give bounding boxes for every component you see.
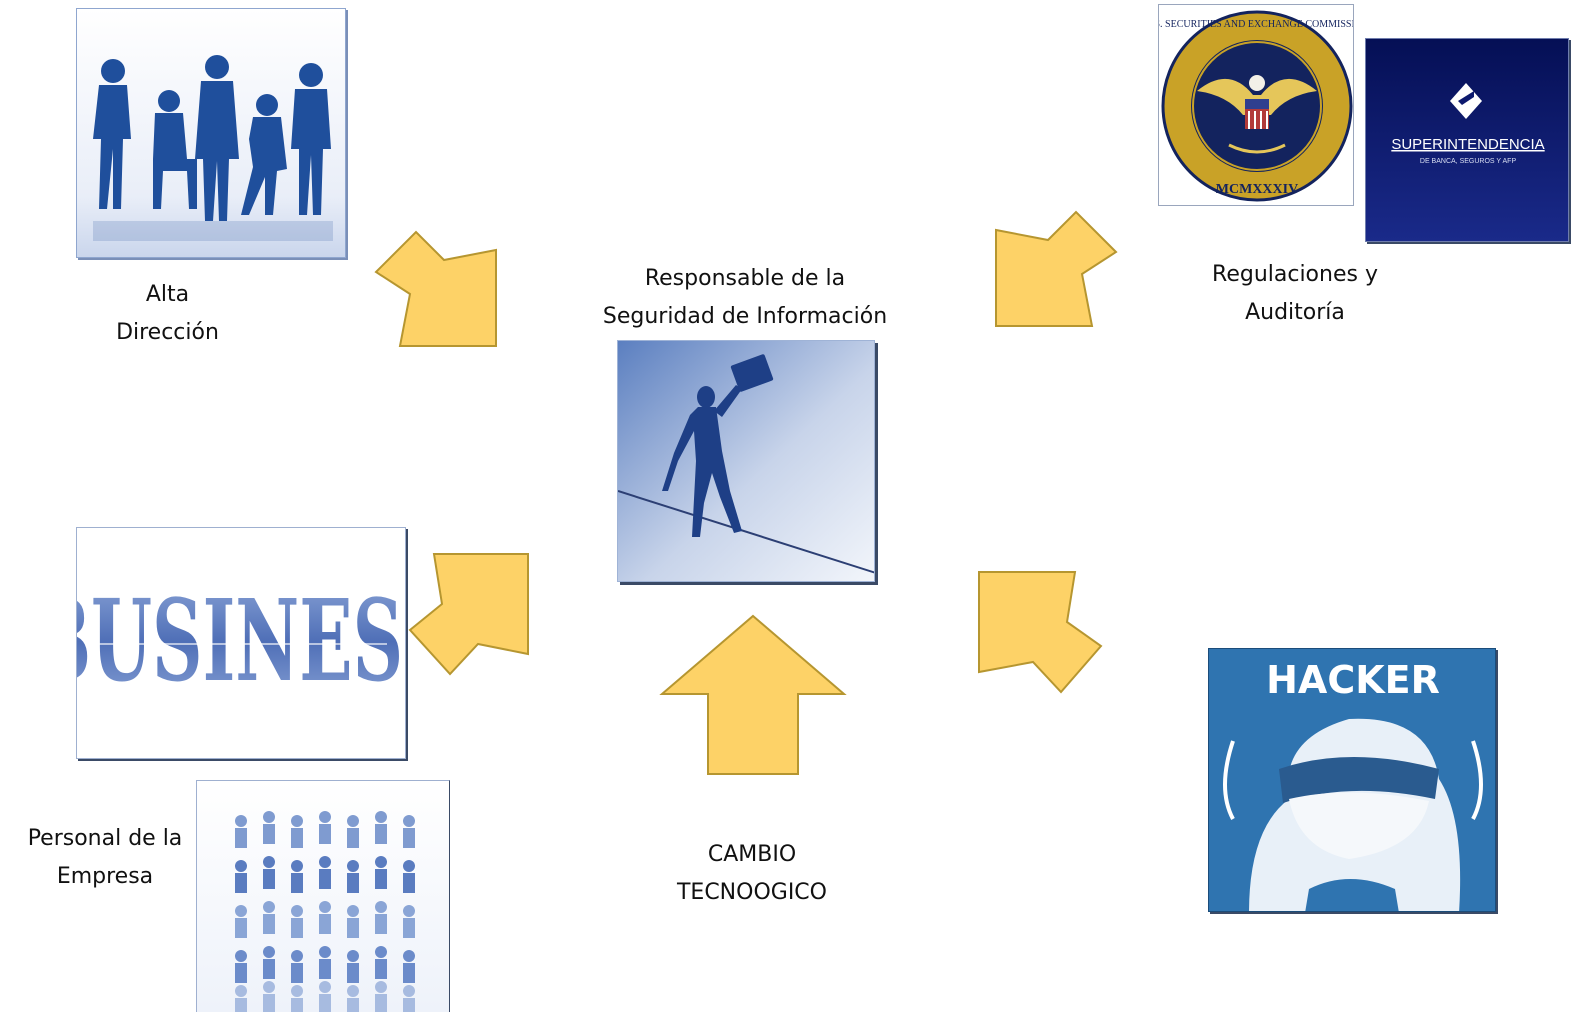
alta-line2: Dirección bbox=[116, 320, 219, 345]
arrow-shape-down-left bbox=[995, 210, 1118, 327]
alta-line1: Alta bbox=[145, 282, 190, 307]
regulaciones-line2: Auditoría bbox=[1245, 300, 1345, 325]
business-people-icon bbox=[77, 9, 345, 257]
arrow-shape-down-right bbox=[374, 230, 497, 347]
arrow-from-business bbox=[408, 553, 529, 676]
arrow-shape-up-right bbox=[408, 553, 529, 676]
sec-ring-text: U.S. SECURITIES AND EXCHANGE COMMISSION bbox=[1159, 19, 1354, 30]
business-text-icon: BUSINESS bbox=[77, 528, 406, 758]
arrow-from-cambio-tecnologico bbox=[659, 614, 847, 775]
cambio-line1: CAMBIO bbox=[707, 842, 797, 867]
business-word: BUSINESS bbox=[77, 576, 406, 708]
hacker-image: HACKER bbox=[1208, 648, 1496, 912]
arrow-shape-up bbox=[659, 614, 847, 775]
center-title: Responsable de la Seguridad de Informaci… bbox=[575, 260, 915, 336]
alta-direccion-label: Alta Dirección bbox=[80, 276, 255, 352]
center-title-line1: Responsable de la bbox=[644, 266, 846, 291]
crowd-people-icon bbox=[197, 781, 449, 1012]
hacker-icon: HACKER bbox=[1209, 649, 1495, 911]
tightrope-walker-image bbox=[617, 340, 875, 582]
arrow-from-regulaciones bbox=[995, 210, 1118, 327]
superintendencia-name: SUPERINTENDENCIA bbox=[1391, 136, 1544, 153]
sec-seal-icon: U.S. SECURITIES AND EXCHANGE COMMISSION … bbox=[1159, 10, 1354, 202]
arrow-from-hacker bbox=[978, 571, 1103, 694]
cambio-label: CAMBIO TECNOOGICO bbox=[652, 836, 852, 912]
sec-year: MCMXXXIV bbox=[1216, 182, 1298, 197]
business-image: BUSINESS bbox=[76, 527, 406, 759]
tightrope-walker-icon bbox=[618, 341, 874, 581]
regulaciones-label: Regulaciones y Auditoría bbox=[1185, 256, 1405, 332]
sec-seal-image: U.S. SECURITIES AND EXCHANGE COMMISSION … bbox=[1158, 4, 1354, 206]
personal-line2: Empresa bbox=[56, 864, 154, 889]
executives-image bbox=[76, 8, 346, 258]
cambio-line2: TECNOOGICO bbox=[676, 880, 827, 905]
superintendencia-logo-image: SUPERINTENDENCIA DE BANCA, SEGUROS Y AFP bbox=[1365, 38, 1569, 242]
superintendencia-subtitle: DE BANCA, SEGUROS Y AFP bbox=[1420, 158, 1517, 165]
center-title-line2: Seguridad de Información bbox=[602, 304, 888, 329]
superintendencia-logo-icon: SUPERINTENDENCIA DE BANCA, SEGUROS Y AFP bbox=[1366, 39, 1568, 241]
personal-line1: Personal de la bbox=[27, 826, 183, 851]
personal-label: Personal de la Empresa bbox=[10, 820, 200, 896]
arrow-shape-up-left bbox=[978, 571, 1103, 694]
hacker-word: HACKER bbox=[1266, 658, 1440, 702]
regulaciones-line1: Regulaciones y bbox=[1212, 262, 1378, 287]
arrow-from-alta-direccion bbox=[374, 230, 497, 347]
employees-image bbox=[196, 780, 450, 1012]
